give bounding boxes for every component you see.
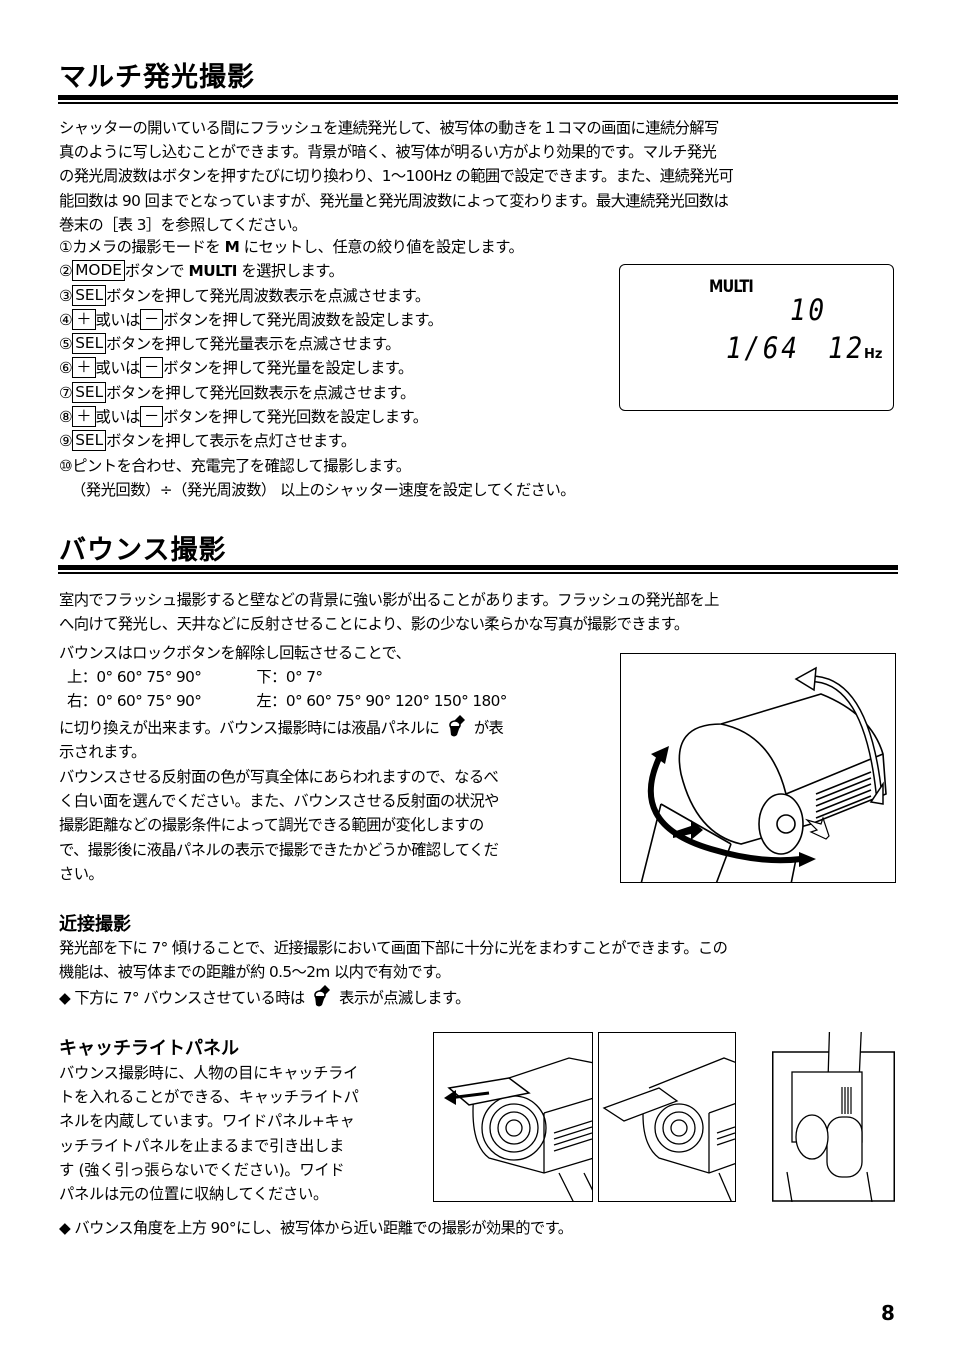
section-title-closeup: 近接撮影 — [59, 914, 131, 935]
catchlight-note: ◆ バウンス角度を上方 90°にし、被写体から近い距離での撮影が効果的です。 — [59, 1219, 573, 1237]
mode-button-label: MODE — [72, 260, 125, 282]
closeup-body: 発光部を下に 7° 傾けることで、近接撮影において画面下部に十分に光をまわすこと… — [59, 936, 728, 1011]
plus-button-label: ＋ — [72, 406, 96, 428]
text-line: 真のように写し込むことができます。背景が暗く、被写体が明るい方がより効果的です。… — [59, 143, 717, 162]
text-line: 能回数は 90 回までとなっていますが、発光量と発光周波数によって変わります。最… — [59, 191, 729, 210]
lcd-mode: MULTI — [709, 277, 754, 297]
bounce-indicator-icon — [448, 714, 465, 737]
title-rule-thick — [58, 95, 898, 100]
text-line: 撮影距離などの撮影条件によって調光できる範囲が変化しますの — [59, 816, 484, 835]
minus-button-label: － — [139, 357, 164, 379]
text-line: ネルを内蔵しています。ワイドパネル+キャ — [59, 1112, 355, 1131]
minus-button-label: － — [139, 406, 164, 428]
text-line: 機能は、被写体までの距離が約 0.5〜2m 以内で有効です。 — [59, 963, 451, 982]
plus-button-label: ＋ — [72, 357, 96, 379]
text-line: バウンスさせる反射面の色が写真全体にあらわれますので、なるべ — [59, 768, 499, 786]
text-line: に切り換えが出来ます。バウンス撮影時には液晶パネルに が表 — [59, 714, 507, 740]
page-number: 8 — [881, 1301, 895, 1325]
title-rule-thin — [58, 572, 898, 574]
plus-button-label: ＋ — [72, 308, 96, 330]
sel-button-label: SEL — [72, 381, 107, 403]
lcd-unit: Hz — [864, 347, 883, 362]
angles-up-down: 上：0° 60° 75° 90°下：0° 7° — [67, 668, 323, 687]
section-title-multi: マルチ発光撮影 — [59, 62, 255, 93]
bounce-intro: 室内でフラッシュ撮影すると壁などの背景に強い影が出ることがあります。フラッシュの… — [59, 588, 719, 636]
sel-button-label: SEL — [72, 284, 107, 306]
flash-head-rotation-drawing — [640, 666, 887, 882]
shutter-note: （発光回数）÷（発光周波数） 以上のシャッター速度を設定してください。 — [71, 480, 576, 499]
title-rule-thick — [58, 565, 898, 570]
text-line: 発光部を下に 7° 傾けることで、近接撮影において画面下部に十分に光をまわすこと… — [59, 939, 728, 957]
lcd-count: 10 — [790, 293, 827, 327]
lcd-frequency: 12 — [828, 331, 865, 365]
text-line: シャッターの開いている間にフラッシュを連続発光して、被写体の動きを１コマの画面に… — [59, 119, 719, 137]
text-line: 巻末の［表 3］を参照してください。 — [59, 215, 307, 234]
text-line: す (強く引っ張らないでください)。ワイド — [59, 1160, 345, 1179]
lcd-power: 1/64 — [726, 331, 800, 365]
text-line: で、撮影後に液晶パネルの表示で撮影できたかどうか確認してくだ — [59, 840, 499, 859]
text-line: バウンスはロックボタンを解除し回転させることで、 — [59, 644, 411, 662]
section-title-bounce: バウンス撮影 — [59, 535, 227, 566]
text-line: 室内でフラッシュ撮影すると壁などの背景に強い影が出ることがあります。フラッシュの… — [59, 591, 719, 609]
catchlight-illustration-pull — [433, 1032, 593, 1202]
text-line: さい。 — [59, 864, 104, 883]
catchlight-body: バウンス撮影時に、人物の目にキャッチライ トを入れることができる、キャッチライト… — [59, 1061, 359, 1206]
step-6: ⑥＋或いは－ボタンを押して発光量を設定します。 — [59, 357, 413, 379]
step-10: ⑩ピントを合わせ、充電完了を確認して撮影します。 — [59, 456, 411, 475]
multi-intro: シャッターの開いている間にフラッシュを連続発光して、被写体の動きを１コマの画面に… — [59, 116, 734, 237]
text-line: パネルは元の位置に収納してください。 — [59, 1185, 329, 1204]
sel-button-label: SEL — [72, 333, 107, 355]
step-1: ①カメラの撮影モードを M にセットし、任意の絞り値を設定します。 — [59, 238, 524, 256]
panel-pull-drawing — [444, 1057, 592, 1201]
catchlight-illustration-extended — [598, 1032, 736, 1202]
minus-button-label: － — [139, 308, 164, 330]
step-4: ④＋或いは－ボタンを押して発光周波数を設定します。 — [59, 308, 443, 330]
text-line: く白い面を選んでください。また、バウンスさせる反射面の状況や — [59, 792, 499, 811]
text-line: 示されます。 — [59, 742, 146, 761]
lcd-panel-illustration: MULTI 10 1/64 12 Hz — [619, 264, 894, 411]
panel-extended-drawing — [602, 1057, 735, 1201]
section-title-catchlight: キャッチライトパネル — [59, 1038, 239, 1059]
text-line: バウンス撮影時に、人物の目にキャッチライ — [59, 1064, 359, 1082]
bounce-angles-block: バウンスはロックボタンを解除し回転させることで、 上：0° 60° 75° 90… — [59, 641, 507, 764]
text-line: トを入れることができる、キャッチライトパ — [59, 1088, 359, 1107]
bounce-body: バウンスさせる反射面の色が写真全体にあらわれますので、なるべ く白い面を選んでく… — [59, 765, 499, 886]
step-8: ⑧＋或いは－ボタンを押して発光回数を設定します。 — [59, 406, 428, 428]
title-rule-thin — [58, 102, 898, 104]
angles-right-left: 右：0° 60° 75° 90°左：0° 60° 75° 90° 120° 15… — [67, 692, 507, 711]
panel-front-drawing — [772, 1032, 895, 1202]
sel-button-label: SEL — [72, 430, 107, 452]
text-line: の発光周波数はボタンを押すたびに切り換わり、1〜100Hz の範囲で設定できます… — [59, 167, 734, 186]
text-line: ッチライトパネルを止まるまで引き出しま — [59, 1136, 344, 1155]
closeup-note: ◆ 下方に 7° バウンスさせている時は 表示が点滅します。 — [59, 984, 727, 1010]
catchlight-illustration-front — [772, 1032, 895, 1202]
bounce-rotation-illustration — [620, 653, 896, 883]
bounce-indicator-icon — [314, 985, 330, 1007]
text-line: へ向けて発光し、天井などに反射させることにより、影の少ない柔らかな写真が撮影でき… — [59, 615, 689, 634]
